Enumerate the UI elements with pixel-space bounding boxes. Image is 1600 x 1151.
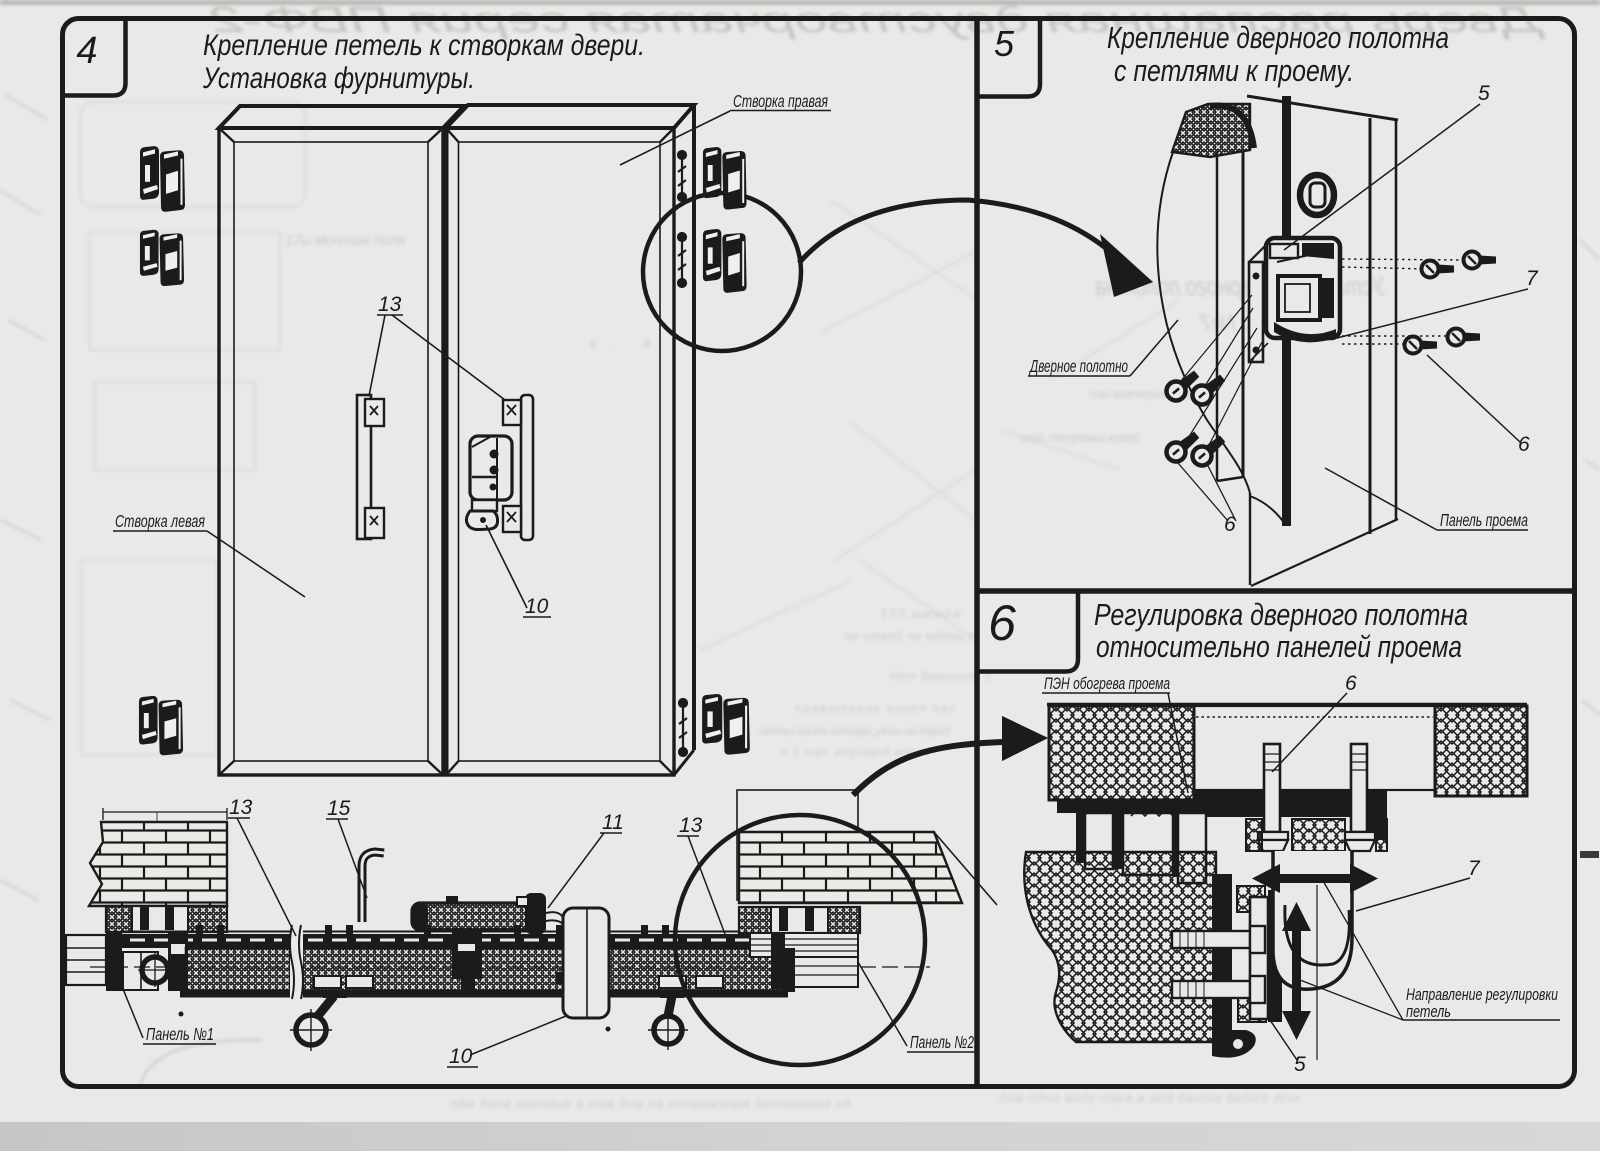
- svg-text:ПЭН обогрева проема: ПЭН обогрева проема: [1044, 675, 1170, 693]
- svg-text:относительно панелей проема: относительно панелей проема: [1096, 629, 1462, 664]
- svg-text:6: 6: [1224, 513, 1236, 536]
- svg-text:Установка фурнитуры.: Установка фурнитуры.: [202, 62, 475, 95]
- svg-text:Дверное полотно: Дверное полотно: [1029, 356, 1129, 376]
- svg-text:Панель проема: Панель проема: [1440, 510, 1528, 530]
- svg-text:155 мммда: 155 мммда: [880, 606, 960, 621]
- svg-text:13: 13: [229, 796, 253, 819]
- svg-text:15: 15: [327, 797, 351, 820]
- svg-text:11: 11: [602, 811, 624, 834]
- svg-text:5: 5: [1294, 1053, 1306, 1076]
- svg-text:6: 6: [988, 595, 1016, 651]
- svg-text:4: 4: [76, 30, 97, 72]
- svg-text:петель: петель: [1406, 1003, 1451, 1021]
- svg-text:10: 10: [525, 595, 549, 618]
- svg-text:пбм долж носовые в тов дом на: пбм долж носовые в тов дом на котражнира…: [450, 1096, 850, 1111]
- svg-text:7: 7: [1468, 857, 1481, 880]
- svg-text:5: 5: [1478, 82, 1490, 105]
- svg-text:Панель №1: Панель №1: [146, 1024, 214, 1044]
- svg-text:дов пдчо воду пора в апд далте: дов пдчо воду пора в апд далте before тч…: [1000, 1090, 1301, 1105]
- svg-text:мідты далее котормايты на барн: мідты далее котормايты на барнд: [760, 724, 950, 738]
- svg-text:Нет барынной з: Нет барынной з: [890, 669, 990, 683]
- svg-text:5: 5: [994, 23, 1015, 64]
- svg-text:7: 7: [1526, 267, 1539, 290]
- svg-text:6: 6: [1518, 433, 1530, 456]
- svg-text:13: 13: [378, 293, 402, 316]
- svg-text:п.1 нап норіввід мар: п.1 нап норіввід мар: [780, 745, 920, 759]
- svg-text:6: 6: [1345, 672, 1357, 695]
- svg-text:17ы монтаж поля: 17ы монтаж поля: [285, 232, 405, 249]
- svg-text:не сталić на мідты п: не сталić на мідты п: [845, 629, 975, 643]
- svg-text:тнп. петровка колед: тнп. петровка колед: [1020, 430, 1140, 445]
- svg-text:к. 4: к. 4: [590, 335, 650, 351]
- svg-text:правனенень конен пас: правனенень конен пас: [795, 701, 955, 715]
- svg-text:Направление регулировки: Направление регулировки: [1406, 986, 1558, 1004]
- svg-text:Регулировка дверного полотна: Регулировка дверного полотна: [1094, 597, 1468, 632]
- svg-text:13: 13: [679, 814, 703, 837]
- svg-text:с петлями к проему.: с петлями к проему.: [1114, 53, 1354, 88]
- svg-text:Крепление петель к створкам дв: Крепление петель к створкам двери.: [203, 29, 645, 62]
- svg-text:Панель №2: Панель №2: [910, 1032, 974, 1052]
- svg-text:10: 10: [449, 1045, 473, 1068]
- svg-text:Створка левая: Створка левая: [115, 511, 205, 531]
- svg-text:Крепление дверного полотна: Крепление дверного полотна: [1107, 20, 1449, 55]
- svg-text:Створка правая: Створка правая: [733, 91, 828, 111]
